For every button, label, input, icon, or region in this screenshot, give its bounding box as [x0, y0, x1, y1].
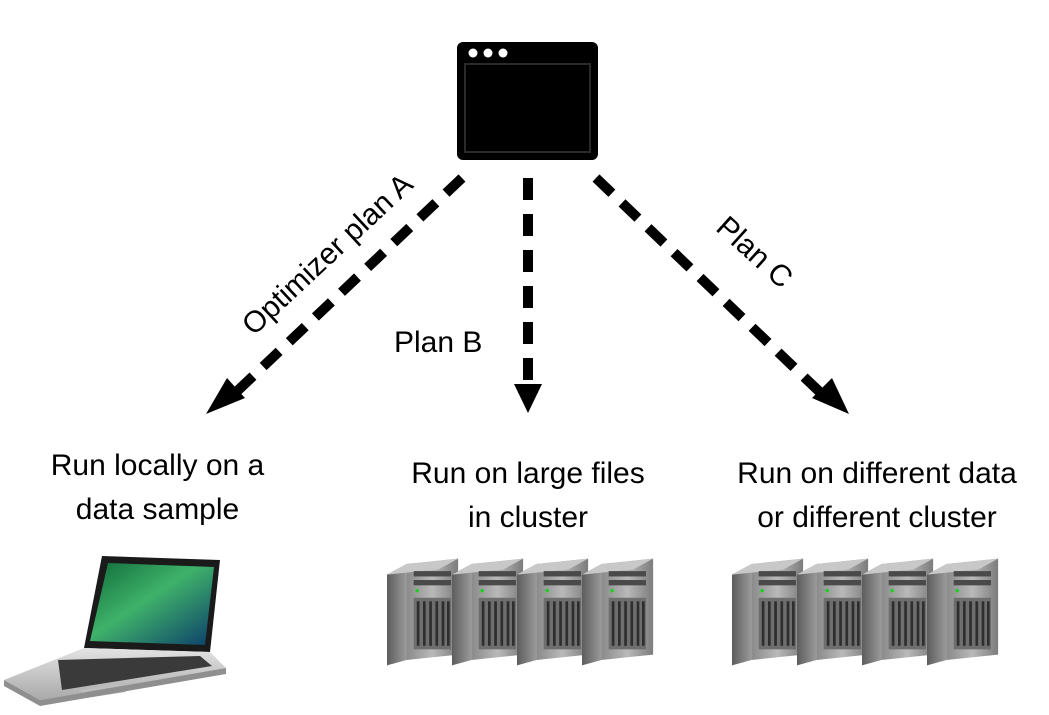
caption-line: Run on different data	[737, 457, 1017, 490]
caption-line: Run on large files	[411, 457, 645, 490]
arrow-plan-c	[592, 174, 849, 414]
arrow-plan-b	[514, 178, 542, 413]
server-cluster-icon	[732, 557, 1000, 667]
caption-line: or different cluster	[757, 501, 997, 534]
laptop-icon	[4, 556, 226, 706]
app-window-icon	[457, 42, 598, 160]
target-caption-local: Run locally on a data sample	[20, 444, 295, 532]
target-caption-cluster: Run on large files in cluster	[378, 452, 678, 540]
arrow-plan-a	[206, 174, 466, 414]
caption-line: data sample	[75, 493, 240, 526]
caption-line: Run locally on a	[50, 449, 265, 482]
server-cluster-icon	[387, 557, 655, 667]
caption-line: in cluster	[467, 501, 589, 534]
target-caption-other-cluster: Run on different data or different clust…	[712, 452, 1042, 540]
plan-b-label: Plan B	[394, 326, 483, 359]
